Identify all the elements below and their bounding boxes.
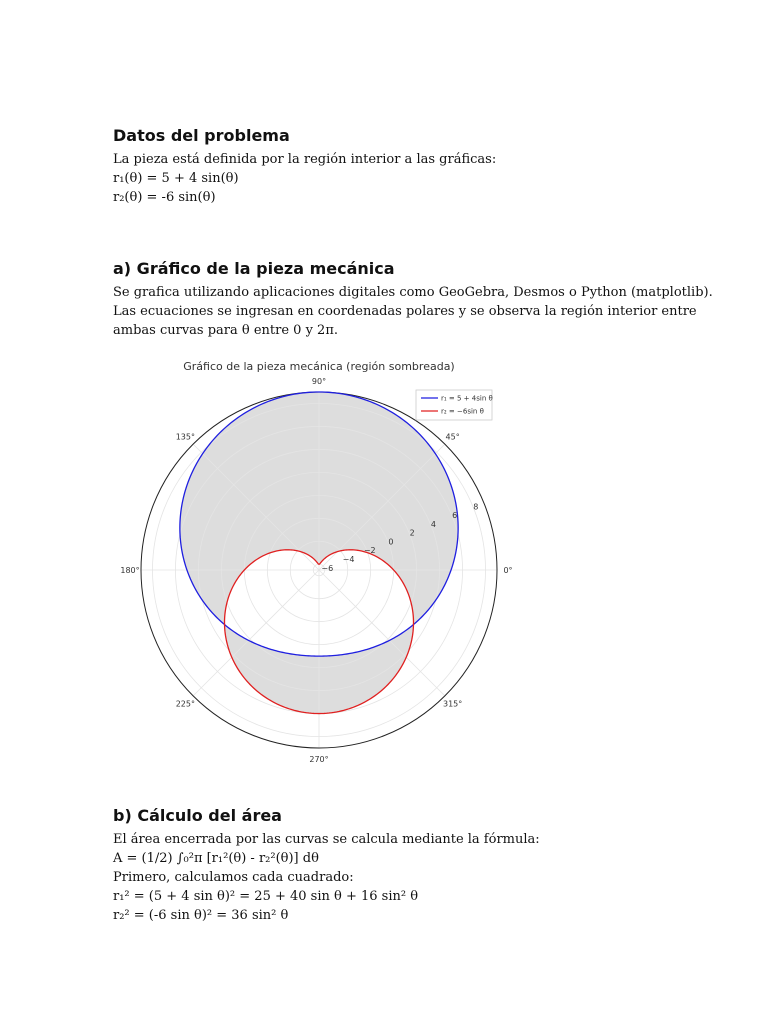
angular-grid-line	[318, 443, 446, 571]
radial-tick-label: 8	[473, 502, 478, 511]
section-text-calculo: El área encerrada por las curvas se calc…	[113, 830, 673, 925]
section-text-grafico: Se grafica utilizando aplicaciones digit…	[113, 283, 713, 340]
polar-chart: Gráfico de la pieza mecánica (región som…	[113, 350, 520, 770]
text-line: Las ecuaciones se ingresan en coordenada…	[113, 304, 697, 319]
text-line: r₂(θ) = -6 sin(θ)	[113, 190, 216, 205]
text-line: La pieza está definida por la región int…	[113, 152, 497, 167]
angle-tick-label: 180°	[120, 566, 139, 575]
angular-grid-line	[192, 443, 320, 571]
chart-legend: r₁ = 5 + 4sin θ r₂ = −6sin θ	[415, 389, 493, 421]
radial-tick-label: −6	[321, 564, 333, 573]
angle-tick-label: 45°	[446, 432, 460, 441]
radial-tick-label: 0	[388, 537, 393, 546]
text-line: El área encerrada por las curvas se calc…	[113, 832, 540, 847]
text-line: ambas curvas para θ entre 0 y 2π.	[113, 323, 339, 338]
radial-tick-label: −4	[343, 555, 355, 564]
radial-tick-label: 6	[452, 511, 457, 520]
text-line: r₁² = (5 + 4 sin θ)² = 25 + 40 sin θ + 1…	[113, 889, 419, 904]
angle-tick-label: 225°	[176, 700, 195, 709]
angular-grid-line	[318, 569, 446, 697]
text-line: r₁(θ) = 5 + 4 sin(θ)	[113, 171, 239, 186]
radial-tick-label: 4	[431, 520, 436, 529]
series-line-1	[179, 391, 459, 657]
section-heading-grafico: a) Gráfico de la pieza mecánica	[113, 259, 395, 278]
angle-tick-label: 0°	[503, 566, 512, 575]
angle-tick-label: 315°	[443, 700, 462, 709]
legend-label-r1: r₁ = 5 + 4sin θ	[441, 395, 493, 403]
text-line: Se grafica utilizando aplicaciones digit…	[113, 285, 713, 300]
series-line-2	[223, 549, 415, 715]
chart-title: Gráfico de la pieza mecánica (región som…	[183, 360, 454, 373]
text-line: Primero, calculamos cada cuadrado:	[113, 870, 354, 885]
text-line: r₂² = (-6 sin θ)² = 36 sin² θ	[113, 908, 289, 923]
legend-label-r2: r₂ = −6sin θ	[441, 408, 484, 416]
angle-tick-label: 270°	[309, 755, 328, 764]
section-heading-calculo: b) Cálculo del área	[113, 806, 282, 825]
angle-tick-label: 90°	[312, 377, 326, 386]
section-heading-datos: Datos del problema	[113, 126, 290, 145]
text-line: A = (1/2) ∫₀²π [r₁²(θ) - r₂²(θ)] dθ	[113, 851, 319, 866]
radial-tick-label: −2	[364, 546, 376, 555]
section-text-datos: La pieza está definida por la región int…	[113, 150, 673, 207]
radial-tick-label: 2	[410, 529, 415, 538]
angle-tick-label: 135°	[176, 432, 195, 441]
angular-grid-line	[192, 569, 320, 697]
